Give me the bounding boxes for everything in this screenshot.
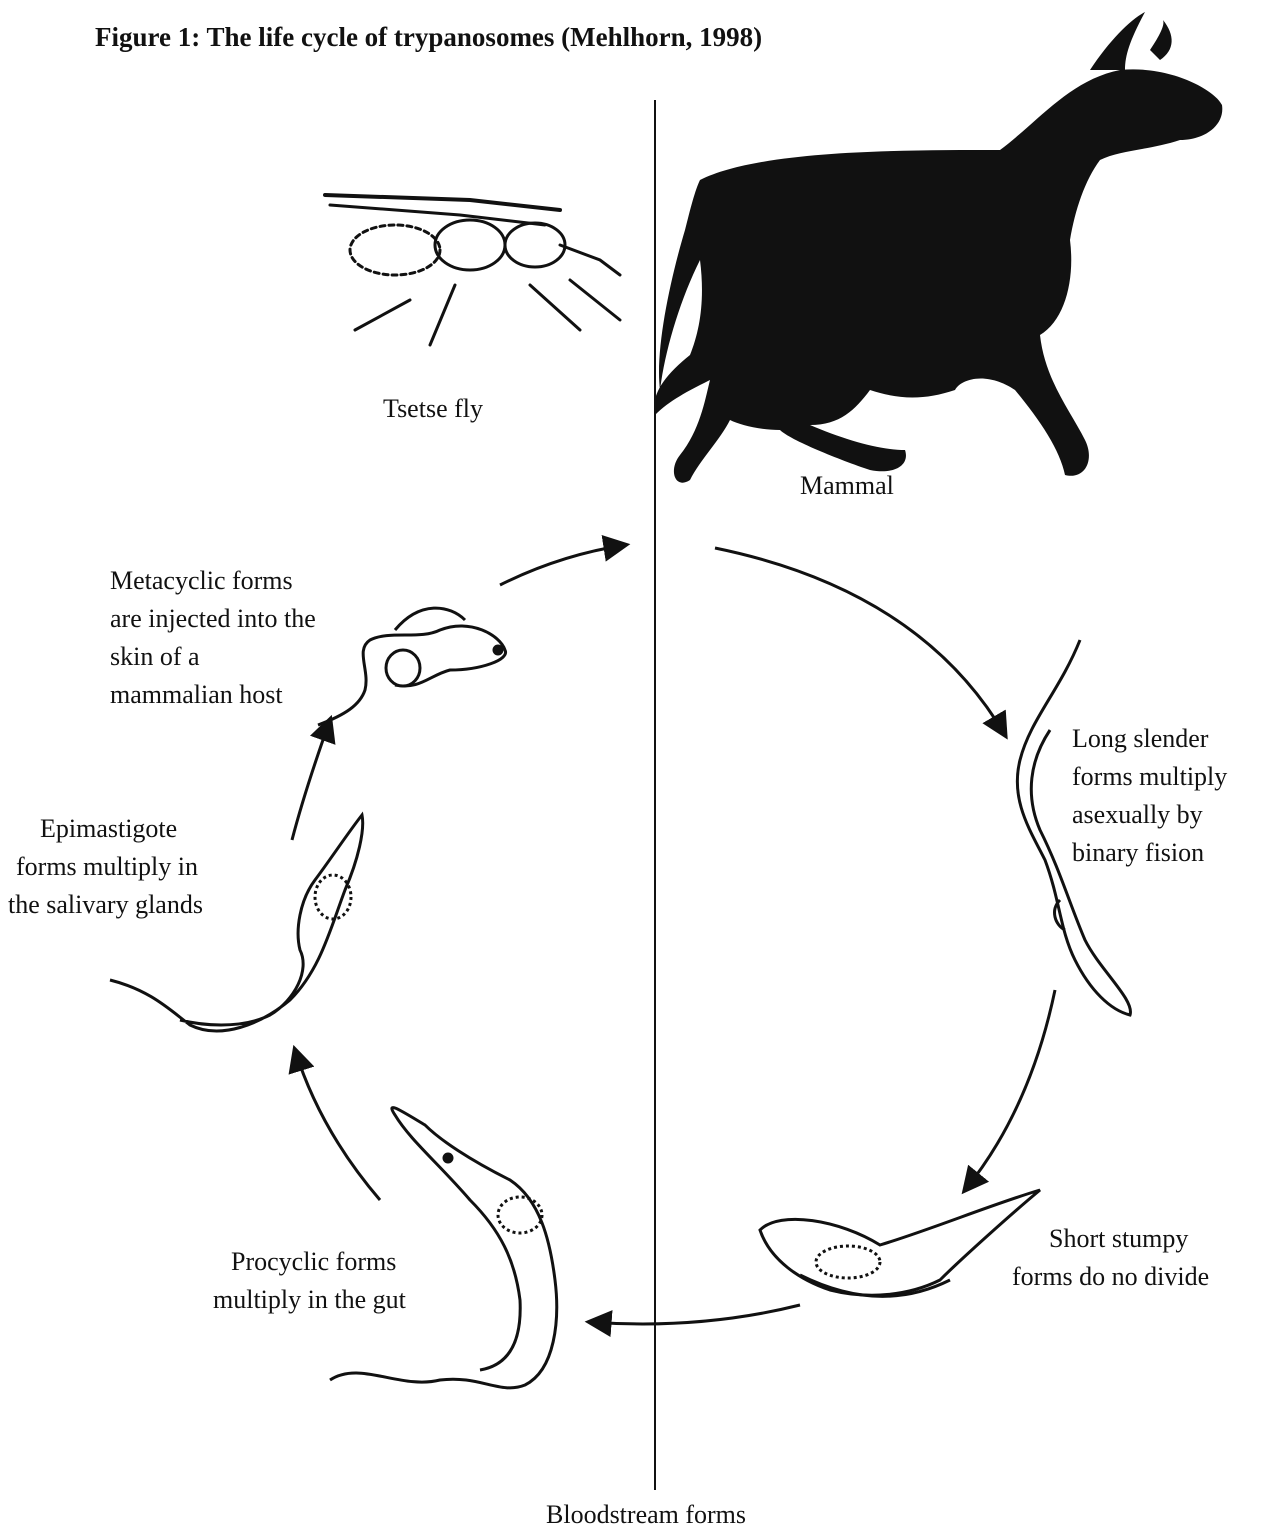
short-stumpy-trypanosome-icon <box>760 1190 1040 1296</box>
metacyclic-line-3: skin of a <box>110 638 316 676</box>
epimastigote-line-1: Epimastigote <box>8 810 203 848</box>
epimastigote-line-2: forms multiply in <box>8 848 203 886</box>
epimastigote-forms-label: Epimastigote forms multiply in the saliv… <box>8 810 203 924</box>
long-slender-forms-label: Long slender forms multiply asexually by… <box>1072 720 1227 872</box>
metacyclic-line-1: Metacyclic forms <box>110 562 316 600</box>
bloodstream-forms-label: Bloodstream forms <box>546 1496 746 1534</box>
arrow-to-epimastigote <box>295 1050 380 1200</box>
long-slender-line-2: forms multiply <box>1072 758 1227 796</box>
procyclic-forms-label: Procyclic forms multiply in the gut <box>213 1243 406 1319</box>
long-slender-line-3: asexually by <box>1072 796 1227 834</box>
metacyclic-line-4: mammalian host <box>110 676 316 714</box>
arrow-to-metacyclic <box>292 720 330 840</box>
arrow-to-long-slender <box>715 548 1005 735</box>
bull-icon <box>654 12 1222 483</box>
procyclic-line-1: Procyclic forms <box>213 1243 406 1281</box>
metacyclic-trypanosome-icon <box>318 608 506 725</box>
tsetse-fly-label: Tsetse fly <box>383 390 483 428</box>
metacyclic-line-2: are injected into the <box>110 600 316 638</box>
long-slender-line-4: binary fision <box>1072 834 1227 872</box>
arrow-to-procyclic <box>590 1305 800 1324</box>
metacyclic-forms-label: Metacyclic forms are injected into the s… <box>110 562 316 714</box>
mammal-label: Mammal <box>800 467 894 505</box>
tsetse-fly-icon <box>325 195 620 345</box>
short-stumpy-line-2: forms do no divide <box>1012 1258 1209 1296</box>
long-slender-line-1: Long slender <box>1072 720 1227 758</box>
procyclic-line-2: multiply in the gut <box>213 1281 406 1319</box>
short-stumpy-line-1: Short stumpy <box>1012 1220 1209 1258</box>
arrow-to-short-stumpy <box>965 990 1055 1190</box>
epimastigote-line-3: the salivary glands <box>8 886 203 924</box>
short-stumpy-forms-label: Short stumpy forms do no divide <box>1012 1220 1209 1296</box>
arrow-to-mammal <box>500 545 625 585</box>
